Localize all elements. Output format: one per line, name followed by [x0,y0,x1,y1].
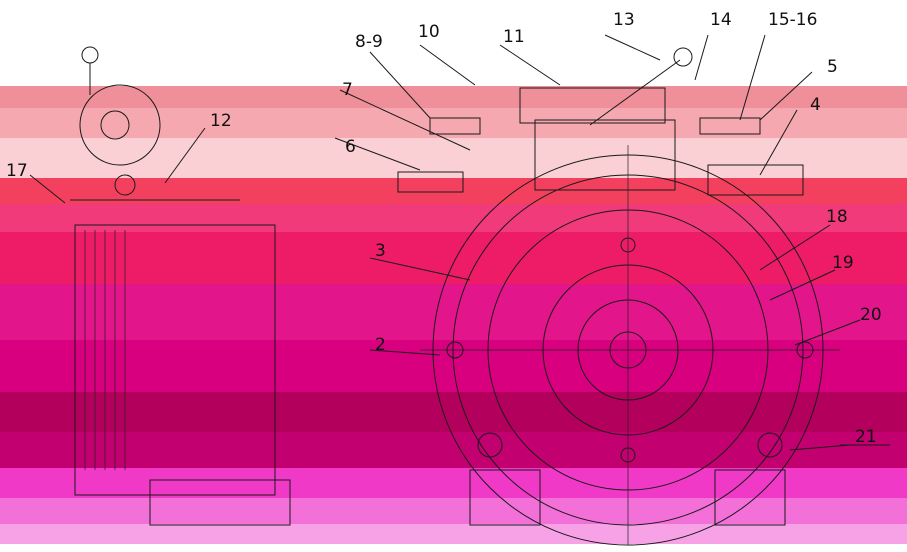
leader-lines [29,34,890,451]
callout-10: 10 [418,22,440,42]
callout-2: 2 [375,335,386,355]
callout-7: 7 [342,80,353,100]
callout-8-9: 8-9 [355,32,383,52]
callout-6: 6 [345,137,356,157]
callout-20: 20 [860,305,882,325]
callout-4: 4 [810,95,821,115]
band-13 [0,524,907,544]
callout-19: 19 [832,253,854,273]
callout-13: 13 [613,10,635,30]
callout-12: 12 [210,111,232,131]
callout-15-16: 15-16 [768,10,817,30]
callout-14: 14 [710,10,732,30]
band-2 [0,108,907,138]
front-view [397,47,840,546]
band-5 [0,204,907,232]
callout-5: 5 [827,57,838,77]
callout-17: 17 [6,161,28,181]
band-11 [0,468,907,498]
band-3 [0,138,907,178]
callout-11: 11 [503,27,525,47]
band-1 [0,86,907,108]
band-6 [0,232,907,284]
side-view [70,46,291,526]
callout-labels: 8-9 10 11 13 14 15-16 5 4 7 6 12 17 18 1… [6,10,882,447]
band-9 [0,392,907,432]
callout-21: 21 [855,427,877,447]
callout-18: 18 [826,207,848,227]
callout-3: 3 [375,241,386,261]
band-12 [0,498,907,524]
